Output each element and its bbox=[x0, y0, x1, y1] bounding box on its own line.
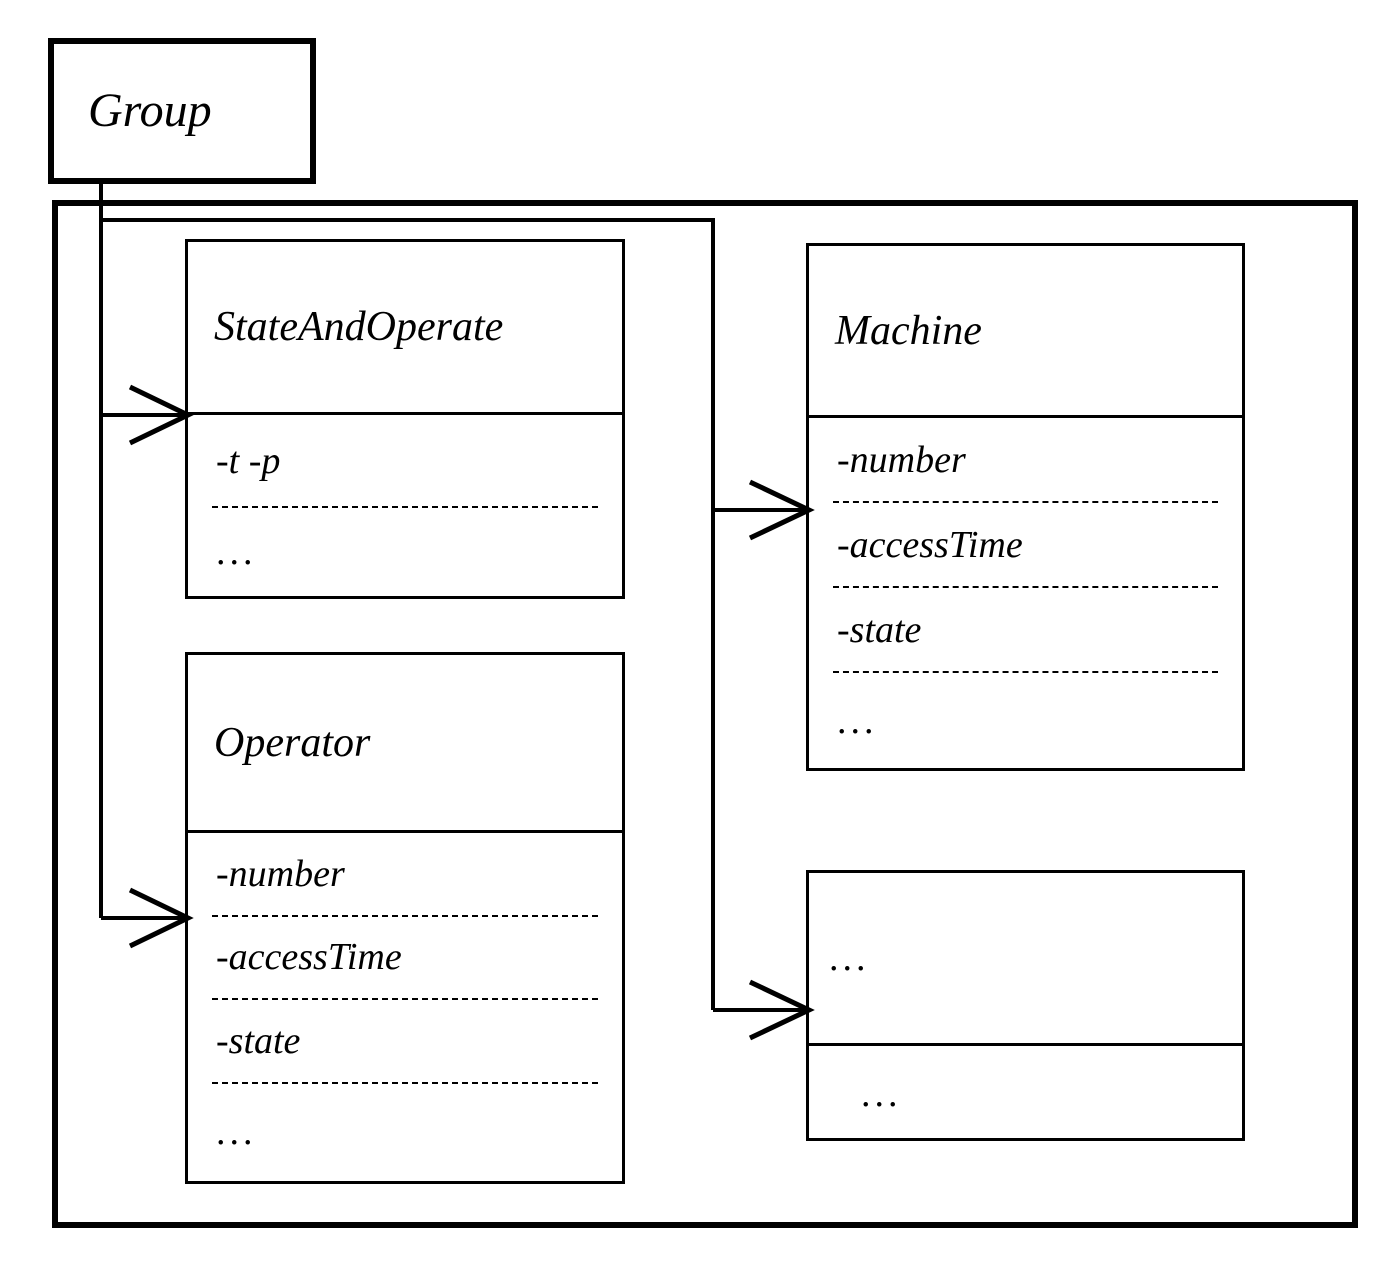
attributes-machine: -number -accessTime -state ... bbox=[809, 415, 1242, 768]
attributes-state-and-operate: -t -p ... bbox=[188, 412, 622, 596]
class-title-operator: Operator bbox=[214, 719, 371, 766]
class-box-anonymous[interactable]: ... ... bbox=[806, 870, 1245, 1141]
class-box-group[interactable]: Group bbox=[48, 38, 316, 184]
attribute-row: -accessTime bbox=[216, 936, 402, 979]
attributes-operator: -number -accessTime -state ... bbox=[188, 830, 622, 1181]
class-title-state-and-operate: StateAndOperate bbox=[214, 304, 504, 350]
attribute-separator bbox=[833, 671, 1218, 674]
attribute-separator bbox=[833, 586, 1218, 589]
attribute-separator bbox=[212, 1081, 598, 1084]
attribute-row: ... bbox=[837, 699, 878, 742]
attribute-row: -accessTime bbox=[837, 523, 1023, 566]
attribute-row: ... bbox=[216, 1111, 257, 1154]
attribute-row: -number bbox=[216, 852, 345, 895]
attributes-anonymous: ... bbox=[809, 1043, 1242, 1141]
attribute-row: -t -p bbox=[216, 439, 281, 482]
class-title-machine: Machine bbox=[835, 307, 982, 354]
class-title-anonymous: ... bbox=[829, 937, 870, 979]
attribute-row: -number bbox=[837, 438, 966, 481]
class-box-state-and-operate[interactable]: StateAndOperate -t -p ... bbox=[185, 239, 625, 599]
attribute-row: -state bbox=[837, 608, 922, 651]
attribute-row: -state bbox=[216, 1020, 301, 1063]
class-box-machine[interactable]: Machine -number -accessTime -state ... bbox=[806, 243, 1245, 771]
attribute-row: ... bbox=[216, 531, 257, 574]
class-box-operator[interactable]: Operator -number -accessTime -state ... bbox=[185, 652, 625, 1184]
attribute-separator bbox=[833, 501, 1218, 504]
group-title: Group bbox=[88, 84, 212, 137]
